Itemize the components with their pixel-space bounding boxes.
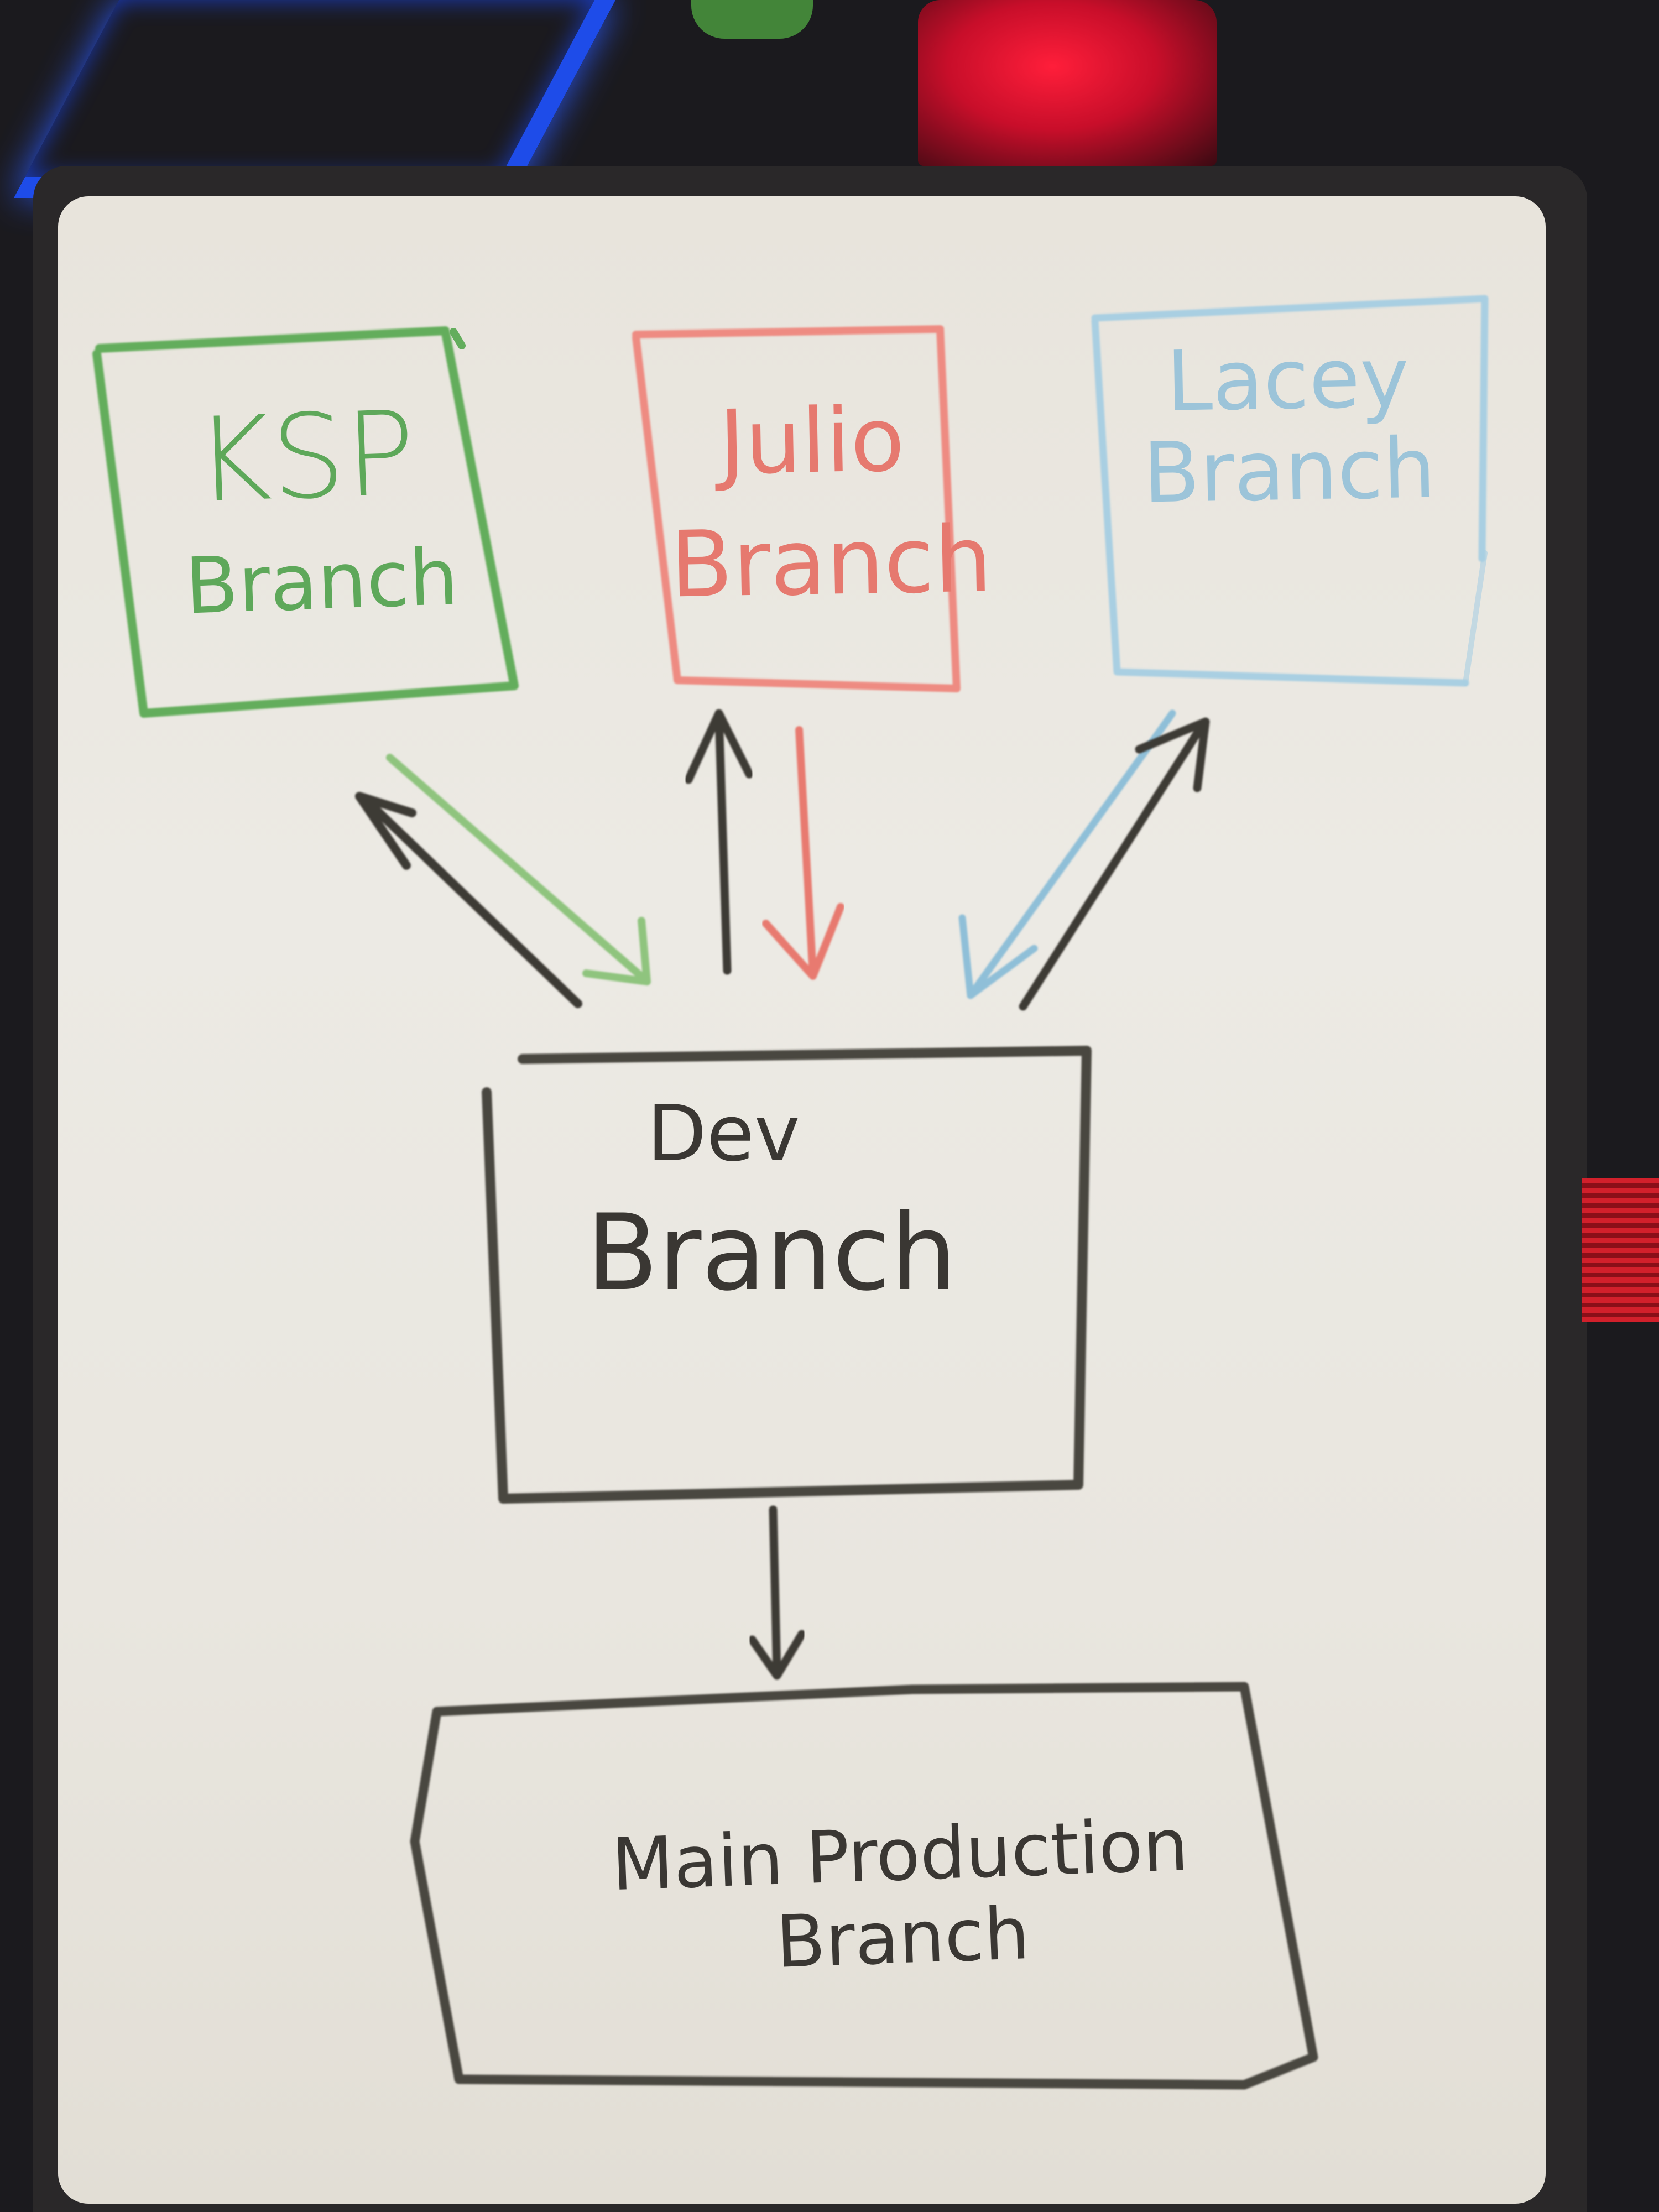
dev-label-line2: Branch	[586, 1192, 957, 1314]
arrow-dev-to-lacey	[1019, 717, 1210, 1011]
julio-label-line1: Julio	[718, 388, 906, 494]
lacey-label-line1: Lacey	[1165, 330, 1410, 430]
green-object-background	[691, 0, 813, 39]
dev-branch-box	[482, 1046, 1092, 1504]
julio-branch-box	[632, 325, 961, 692]
lacey-branch-box	[1091, 295, 1489, 687]
ksp-branch-label: KSP Branch	[178, 377, 460, 637]
lacey-branch-label: Lacey Branch	[1121, 330, 1456, 522]
arrow-dev-to-julio	[684, 709, 754, 975]
lacey-label-line2: Branch	[1142, 420, 1437, 522]
red-cable-background	[1582, 1178, 1659, 1322]
arrow-lacey-to-dev	[958, 709, 1176, 999]
ksp-label-line2: Branch	[184, 532, 460, 632]
arrow-dev-to-main	[748, 1505, 806, 1680]
arrow-julio-to-dev	[762, 726, 844, 980]
main-production-branch-box	[410, 1682, 1318, 2090]
julio-label-line2: Branch	[669, 506, 993, 618]
arrow-ksp-to-dev	[386, 754, 651, 985]
red-light-background	[918, 0, 1217, 166]
dev-label-line1: Dev	[647, 1089, 800, 1179]
main-production-branch-label: Main Production Branch	[567, 1802, 1236, 1991]
dev-branch-label: Dev Branch	[553, 1084, 962, 1321]
arrow-dev-to-ksp	[355, 792, 582, 1008]
whiteboard	[58, 196, 1546, 2204]
ksp-label-line1: KSP	[192, 385, 418, 529]
ksp-branch-box	[92, 326, 519, 718]
julio-branch-label: Julio Branch	[667, 379, 993, 627]
